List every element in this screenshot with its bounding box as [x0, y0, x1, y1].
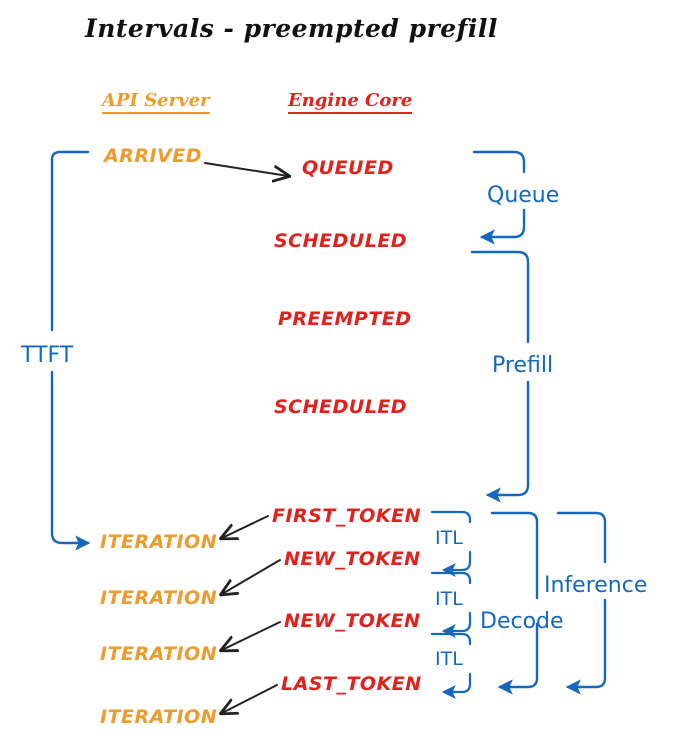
- page-title: Intervals - preempted prefill: [85, 14, 498, 43]
- state-iteration-1: ITERATION: [100, 531, 218, 553]
- state-iteration-4: ITERATION: [100, 706, 218, 728]
- state-scheduled-2: SCHEDULED: [274, 396, 408, 418]
- state-new-token-2: NEW_TOKEN: [284, 610, 421, 632]
- state-preempted: PREEMPTED: [278, 308, 412, 330]
- arrow-last-token-to-iteration: [222, 684, 278, 713]
- column-header-engine-core: Engine Core: [288, 90, 413, 114]
- state-scheduled-1: SCHEDULED: [274, 230, 408, 252]
- state-iteration-3: ITERATION: [100, 643, 218, 665]
- bracket-decode: [490, 511, 539, 695]
- interval-label-inference: Inference: [544, 573, 648, 598]
- state-queued: QUEUED: [302, 157, 394, 179]
- arrow-first-token-to-iteration: [222, 515, 269, 538]
- interval-label-prefill: Prefill: [492, 353, 554, 378]
- interval-label-decode: Decode: [480, 609, 564, 634]
- interval-label-queue: Queue: [487, 183, 560, 208]
- state-arrived: ARRIVED: [104, 145, 202, 167]
- interval-label-ttft: TTFT: [21, 343, 74, 368]
- interval-label-itl-3: ITL: [435, 648, 463, 670]
- arrow-arrived-to-queued: [204, 162, 288, 176]
- state-first-token: FIRST_TOKEN: [272, 505, 422, 527]
- arrow-new-token-1-to-iteration: [222, 559, 281, 594]
- arrow-new-token-2-to-iteration: [222, 621, 281, 650]
- interval-label-itl-1: ITL: [435, 527, 463, 549]
- bracket-inference: [556, 511, 607, 695]
- state-iteration-2: ITERATION: [100, 587, 218, 609]
- state-last-token: LAST_TOKEN: [281, 673, 422, 695]
- interval-label-itl-2: ITL: [435, 588, 463, 610]
- column-header-api-server: API Server: [102, 90, 210, 114]
- state-new-token-1: NEW_TOKEN: [284, 548, 421, 570]
